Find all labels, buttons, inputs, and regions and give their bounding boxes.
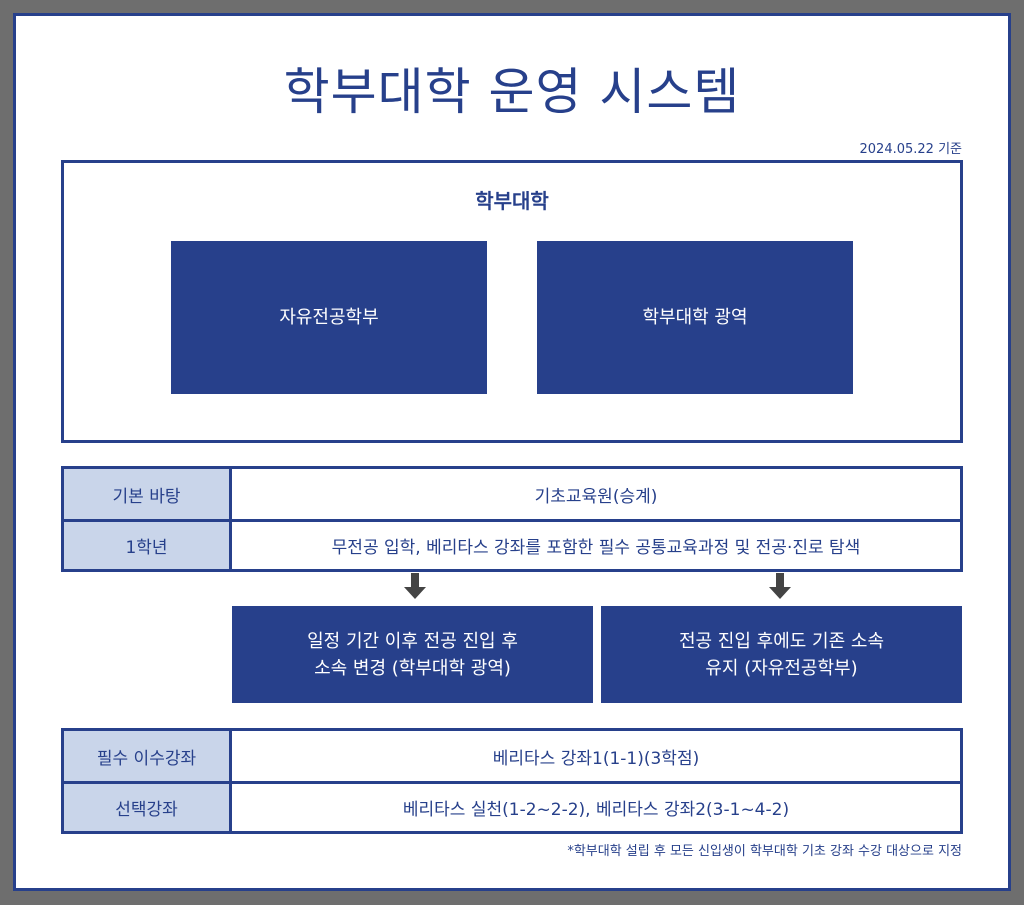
table-row: 1학년 무전공 입학, 베리타스 강좌를 포함한 필수 공통교육과정 및 전공·… [64, 519, 960, 569]
row-label: 기본 바탕 [64, 469, 232, 519]
path-line: 일정 기간 이후 전공 진입 후 [307, 630, 518, 652]
arrow-down-icon [769, 573, 791, 599]
row-value: 베리타스 강좌1(1-1)(3학점) [492, 748, 700, 769]
row-value: 베리타스 실천(1-2~2-2), 베리타스 강좌2(3-1~4-2) [402, 800, 790, 820]
unit-broad: 학부대학 광역 [537, 241, 853, 394]
row-label: 선택강좌 [64, 784, 232, 831]
row-value: 기초교육원(승계) [534, 486, 658, 507]
row-value: 무전공 입학, 베리타스 강좌를 포함한 필수 공통교육과정 및 전공·진로 탐… [331, 538, 861, 558]
path-line: 소속 변경 (학부대학 광역) [314, 657, 511, 679]
table-row: 필수 이수강좌 베리타스 강좌1(1-1)(3학점) [64, 731, 960, 781]
base-table: 기본 바탕 기초교육원(승계) 1학년 무전공 입학, 베리타스 강좌를 포함한… [61, 466, 963, 572]
table-row: 선택강좌 베리타스 실천(1-2~2-2), 베리타스 강좌2(3-1~4-2) [64, 781, 960, 831]
row-label: 필수 이수강좌 [64, 731, 232, 781]
path-keep-box: 전공 진입 후에도 기존 소속 유지 (자유전공학부) [601, 606, 962, 703]
course-table: 필수 이수강좌 베리타스 강좌1(1-1)(3학점) 선택강좌 베리타스 실천(… [61, 728, 963, 834]
footnote: *학부대학 설립 후 모든 신입생이 학부대학 기초 강좌 수강 대상으로 지정 [567, 844, 962, 859]
reference-date: 2024.05.22 기준 [859, 142, 963, 157]
path-change-box: 일정 기간 이후 전공 진입 후 소속 변경 (학부대학 광역) [232, 606, 593, 703]
unit-free-major: 자유전공학부 [171, 241, 487, 394]
path-line: 유지 (자유전공학부) [705, 657, 858, 679]
org-box: 학부대학 [61, 160, 963, 443]
page-title: 학부대학 운영 시스템 [283, 63, 741, 121]
arrow-down-icon [404, 573, 426, 599]
org-title: 학부대학 [475, 189, 549, 213]
path-line: 전공 진입 후에도 기존 소속 [678, 630, 885, 652]
table-row: 기본 바탕 기초교육원(승계) [64, 469, 960, 519]
row-label: 1학년 [64, 522, 232, 569]
